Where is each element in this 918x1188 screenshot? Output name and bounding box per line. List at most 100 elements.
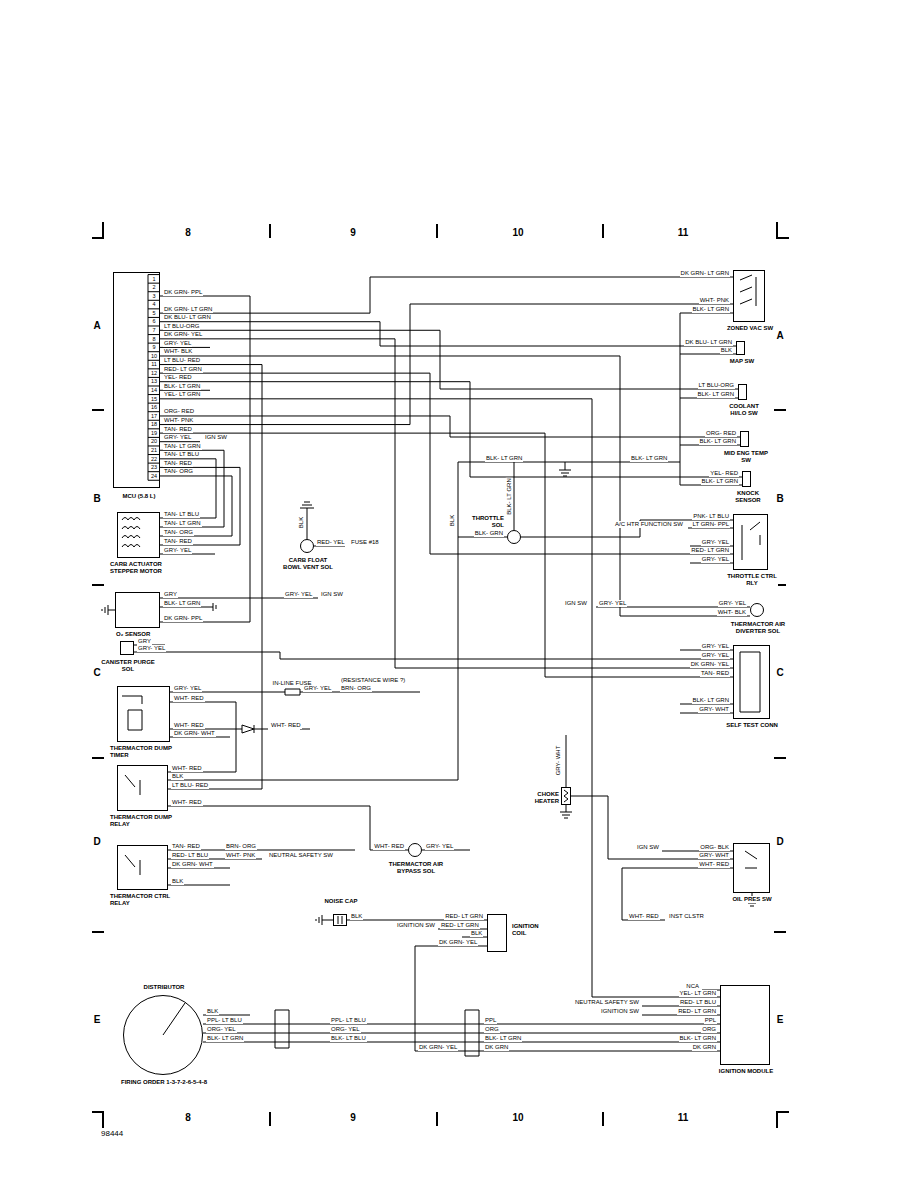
component-label: THROTTLE CTRL RLY (726, 573, 778, 587)
wire-label: PPL- LT BLU (330, 1017, 367, 1024)
solenoid-symbol: THERMACTOR AIR BYPASS SOL (408, 843, 422, 857)
pin-grid (148, 275, 160, 481)
wire (160, 476, 232, 536)
component-label: THERMACTOR DUMP RELAY (110, 814, 180, 828)
solenoid-symbol: THROTTLE SOL (507, 530, 521, 544)
wire-label: LT BLU-ORG (163, 323, 200, 330)
wire-label: DK BLU- LT GRN (163, 314, 212, 321)
wire-label: GRY- YEL (701, 539, 730, 546)
ground-symbol (559, 462, 571, 476)
wire-label: WHT- RED (173, 722, 205, 729)
wire-label: DK GRN- PPL (163, 615, 203, 622)
pin-number: 10 (150, 353, 158, 360)
wire-label: RED- LT GRN (444, 913, 484, 920)
wire-stub (160, 554, 215, 555)
wire-label: RED- LT GRN (690, 547, 730, 554)
component-label: THERMACTOR AIR BYPASS SOL (386, 861, 446, 875)
pin-number: 14 (150, 387, 158, 394)
wire-label: BLK- GRN (474, 530, 504, 537)
component-label: MCU (5.8 L) (104, 493, 174, 500)
wire-label: (RESISTANCE WIRE ?) (340, 677, 406, 684)
wire-label: NEUTRAL SAFETY SW (574, 999, 640, 1006)
pin-number: 5 (151, 310, 156, 317)
wire-label: RED- LT BLU (679, 999, 717, 1006)
pin-number: 23 (150, 464, 158, 471)
wire-label: ORG- RED (705, 430, 737, 437)
grid-reference: 10 (511, 1112, 524, 1124)
fuse-symbol (170, 689, 420, 695)
wire-label: DK GRN- LT GRN (680, 270, 730, 277)
component-label: IGNITION COIL (512, 923, 548, 937)
wire (160, 450, 224, 527)
component-label: MAP SW (721, 358, 763, 365)
wire (521, 520, 733, 537)
wire-label: GRY- WHT (698, 706, 730, 713)
wire-label: IGNITION SW (600, 1008, 640, 1015)
wire-label: ORG- YEL (330, 1026, 361, 1033)
grid-reference: 8 (184, 1112, 192, 1124)
relay-symbol (742, 522, 760, 560)
wire-label: NCA (685, 983, 700, 990)
wire-stub (422, 850, 470, 851)
grid-reference: E (93, 1014, 102, 1026)
wire-label: TAN- RED (163, 538, 193, 545)
grid-reference: 9 (349, 1112, 357, 1124)
wire-label: LT GRN- PPL (692, 521, 730, 528)
wire-stub (642, 990, 720, 1015)
wire-label: BLK- LT GRN (679, 1035, 717, 1042)
switch-box: COOLANT HI/LO SW (738, 384, 747, 400)
wire-label: BLK- LT GRN (701, 478, 739, 485)
wire-label: YEL- LT GRN (679, 990, 717, 997)
wire-label: BLK- LT GRN (506, 477, 513, 515)
wire-label: BLK (171, 878, 184, 885)
wire-label: GRY- YEL (718, 600, 747, 607)
pin-number: 21 (150, 447, 158, 454)
wire-label: GRY- YEL (163, 434, 192, 441)
grid-reference: 8 (184, 227, 192, 239)
ground-symbol (316, 915, 342, 925)
pin-number: 12 (150, 370, 158, 377)
wire-label: BLK- LT GRN (692, 306, 730, 313)
motor-box: CARB ACTUATOR STEPPER MOTOR (117, 512, 160, 558)
timer-symbol (122, 696, 142, 730)
distributor-cap: DISTRIBUTORFIRING ORDER 1-3-7-2-6-5-4-8 (123, 995, 203, 1075)
sensor-box: KNOCK SENSOR (742, 471, 751, 487)
relay-box: THERMACTOR CTRL RELAY (117, 845, 168, 890)
wire-label: GRY (137, 638, 152, 645)
pin-number: 7 (151, 327, 156, 334)
component-label: COOLANT HI/LO SW (721, 403, 767, 417)
solenoid-symbol: CARB FLOAT BOWL VENT SOL (300, 539, 314, 553)
grid-reference: D (92, 836, 101, 848)
component-label: IGNITION MODULE (717, 1068, 775, 1075)
ground-symbol (102, 605, 115, 615)
wire-label: BLK- LT BLU (330, 1035, 367, 1042)
wire-label: DK GRN (484, 1044, 509, 1051)
frame-marks (92, 222, 789, 1128)
drawing-number: 98444 (100, 1129, 124, 1138)
switch-symbol (745, 851, 757, 868)
wire-label: TAN- ORG (163, 468, 194, 475)
grid-reference: 9 (349, 227, 357, 239)
component-label: OIL PRES SW (726, 896, 778, 903)
wire-label: BLK (350, 913, 363, 920)
wire-label: DK GRN- YEL (163, 331, 203, 338)
timer-box: THERMACTOR DUMP TIMER (117, 686, 170, 742)
pin-number: 16 (150, 404, 158, 411)
pin-number: 1 (151, 276, 156, 283)
wire (160, 356, 750, 616)
wire-label: TAN- LT BLU (163, 451, 200, 458)
wire-stub (596, 607, 750, 608)
wire-label: TAN- LT GRN (163, 520, 202, 527)
wire (160, 277, 733, 313)
wire-label: RED- LT BLU (171, 852, 209, 859)
wire-label: PPL (484, 1017, 497, 1024)
frame-marks (92, 1112, 789, 1128)
wire-stub (168, 850, 355, 885)
wire (160, 322, 736, 346)
connector-box: SELF TEST CONN (733, 645, 770, 719)
wire-label: DK GRN- WHT (173, 730, 216, 737)
switch-box: ZONED VAC SW (733, 270, 765, 322)
wire (160, 399, 720, 997)
frame-marks (92, 222, 789, 238)
